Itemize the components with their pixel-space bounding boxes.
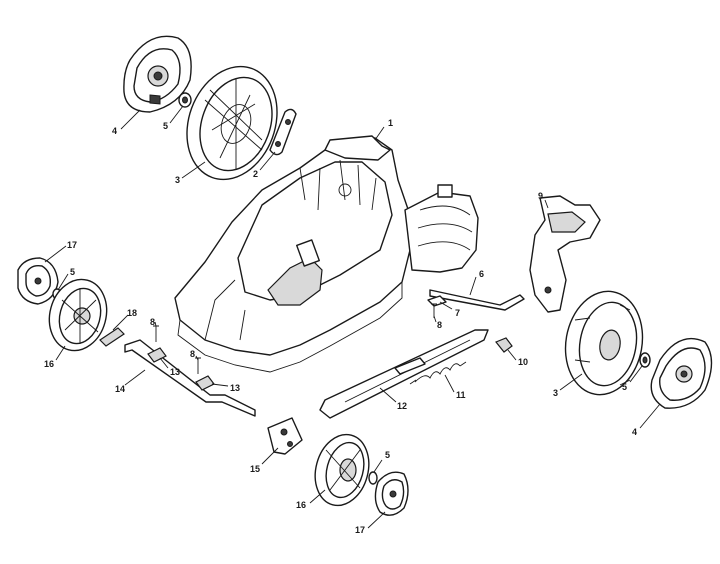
spring	[409, 361, 467, 385]
front-wheel-bottom	[314, 433, 370, 507]
label-3-right: 3	[553, 388, 558, 398]
label-15: 15	[250, 464, 260, 474]
mower-deck	[174, 135, 411, 373]
label-1: 1	[388, 118, 393, 128]
label-3-top: 3	[175, 175, 180, 185]
label-5-right: 5	[622, 382, 627, 392]
label-11: 11	[456, 390, 466, 400]
wheel-cover-rear-right	[650, 337, 713, 409]
label-9: 9	[538, 191, 543, 201]
rear-wheel-right	[564, 290, 644, 396]
label-14: 14	[115, 384, 125, 394]
knob	[495, 337, 513, 353]
front-wheel-left	[48, 278, 108, 352]
side-bracket	[269, 108, 297, 156]
label-13-lower: 13	[230, 383, 240, 393]
rear-housing	[404, 184, 479, 273]
label-8-upper: 8	[150, 317, 155, 327]
rear-wheel-top	[186, 65, 278, 181]
label-18: 18	[127, 308, 137, 318]
label-4-right: 4	[632, 427, 637, 437]
block-upper	[147, 347, 167, 363]
leader-lines	[44, 105, 661, 529]
label-5-bottom: 5	[385, 450, 390, 460]
label-8-right: 8	[437, 320, 442, 330]
wheel-cover-front-bottom	[374, 471, 409, 516]
label-13-upper: 13	[170, 367, 180, 377]
label-2: 2	[253, 169, 258, 179]
wheel-bracket	[267, 417, 303, 455]
label-17-bottom: 17	[355, 525, 365, 535]
label-16-left: 16	[44, 359, 54, 369]
label-16-bottom: 16	[296, 500, 306, 510]
label-4-top: 4	[112, 126, 117, 136]
label-5-left: 5	[70, 267, 75, 277]
washer-right	[639, 352, 651, 368]
wheel-cover-rear-left	[123, 35, 192, 113]
label-8-lower: 8	[190, 349, 195, 359]
label-17-left: 17	[67, 240, 77, 250]
label-12: 12	[397, 401, 407, 411]
handle-bracket	[529, 195, 601, 313]
label-6: 6	[479, 269, 484, 279]
washer-bottom	[368, 471, 378, 485]
label-10: 10	[518, 357, 528, 367]
label-5-top: 5	[163, 121, 168, 131]
label-7: 7	[455, 308, 460, 318]
part-labels: 1 2 3 3 4 4 5 5 5 5 6 7 8 8 8 9 10 11 12…	[44, 118, 637, 535]
axle-rod	[427, 289, 525, 311]
clip	[99, 327, 125, 347]
wheel-cover-front-left	[17, 257, 59, 305]
height-lever-rail	[319, 329, 489, 419]
washer-top	[178, 92, 192, 108]
